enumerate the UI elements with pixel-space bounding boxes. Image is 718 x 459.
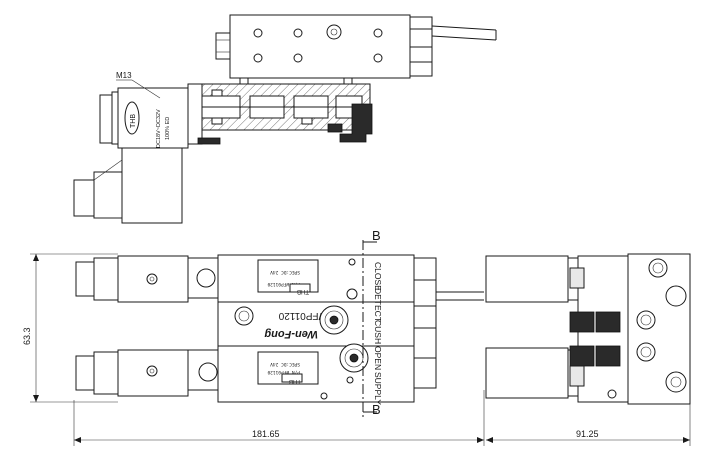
- top-port-1: [253, 28, 263, 38]
- side-coil-upper: [485, 255, 569, 303]
- port-label-supply: SUPPLY: [373, 372, 383, 405]
- dim-length: 181.65: [252, 429, 280, 439]
- callout-label: M13: [116, 71, 132, 80]
- plate-line-2: SPEC:DC 24V: [270, 269, 300, 275]
- port-label-detect: DETECT: [373, 288, 383, 322]
- top-port-2: [293, 28, 303, 38]
- top-manifold-block: [229, 14, 411, 79]
- coil-duty: 100% ED: [165, 117, 171, 140]
- side-view: 91.25: [485, 253, 691, 446]
- front-view: P/N WFP01120 SPEC:DC 24V THB SPEC:DC 24V…: [22, 228, 485, 446]
- model-number: WFP01120: [278, 310, 328, 321]
- port-label-cush: CUSH: [373, 320, 383, 344]
- top-view: THB DC18V~DC32V 100% ED M13: [73, 14, 497, 224]
- port-label-open: OPEN: [373, 346, 383, 370]
- plate-line-4: P/N WFP01120: [267, 369, 300, 375]
- port-label-close: CLOSE: [373, 262, 383, 291]
- plate-line-1: P/N WFP01120: [267, 281, 300, 287]
- section-mark-bottom: B: [372, 402, 381, 417]
- side-coil-lower: [485, 347, 569, 399]
- plate-brand-2: THB: [289, 378, 301, 384]
- coil-brand: THB: [130, 114, 137, 128]
- section-mark-top: B: [372, 228, 381, 243]
- dim-height: 63.3: [22, 327, 32, 345]
- coil-voltage: DC18V~DC32V: [156, 109, 162, 148]
- dim-width: 91.25: [576, 429, 599, 439]
- top-port-4: [373, 28, 383, 38]
- plate-brand-1: THB: [297, 288, 309, 294]
- manufacturer-name: Wen-Fong: [264, 328, 318, 340]
- top-port-3: [326, 24, 342, 40]
- plate-line-3: SPEC:DC 24V: [270, 361, 300, 367]
- solenoid-coil-upper: [117, 255, 189, 303]
